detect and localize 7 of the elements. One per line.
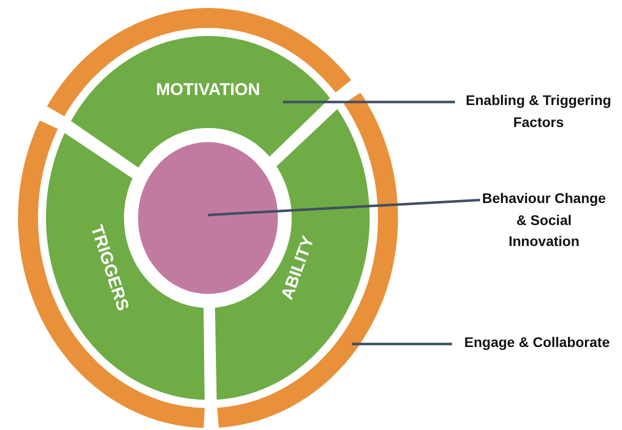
callout-text: Behaviour Change & Social Innovation: [480, 188, 608, 254]
leader-line: [208, 198, 480, 216]
leader-line: [352, 342, 452, 346]
leader-line: [283, 100, 455, 104]
segment-label: MOTIVATION: [156, 80, 260, 100]
callout-text: Enabling & Triggering Factors: [455, 90, 622, 134]
callout-text: Engage & Collaborate: [452, 332, 622, 354]
